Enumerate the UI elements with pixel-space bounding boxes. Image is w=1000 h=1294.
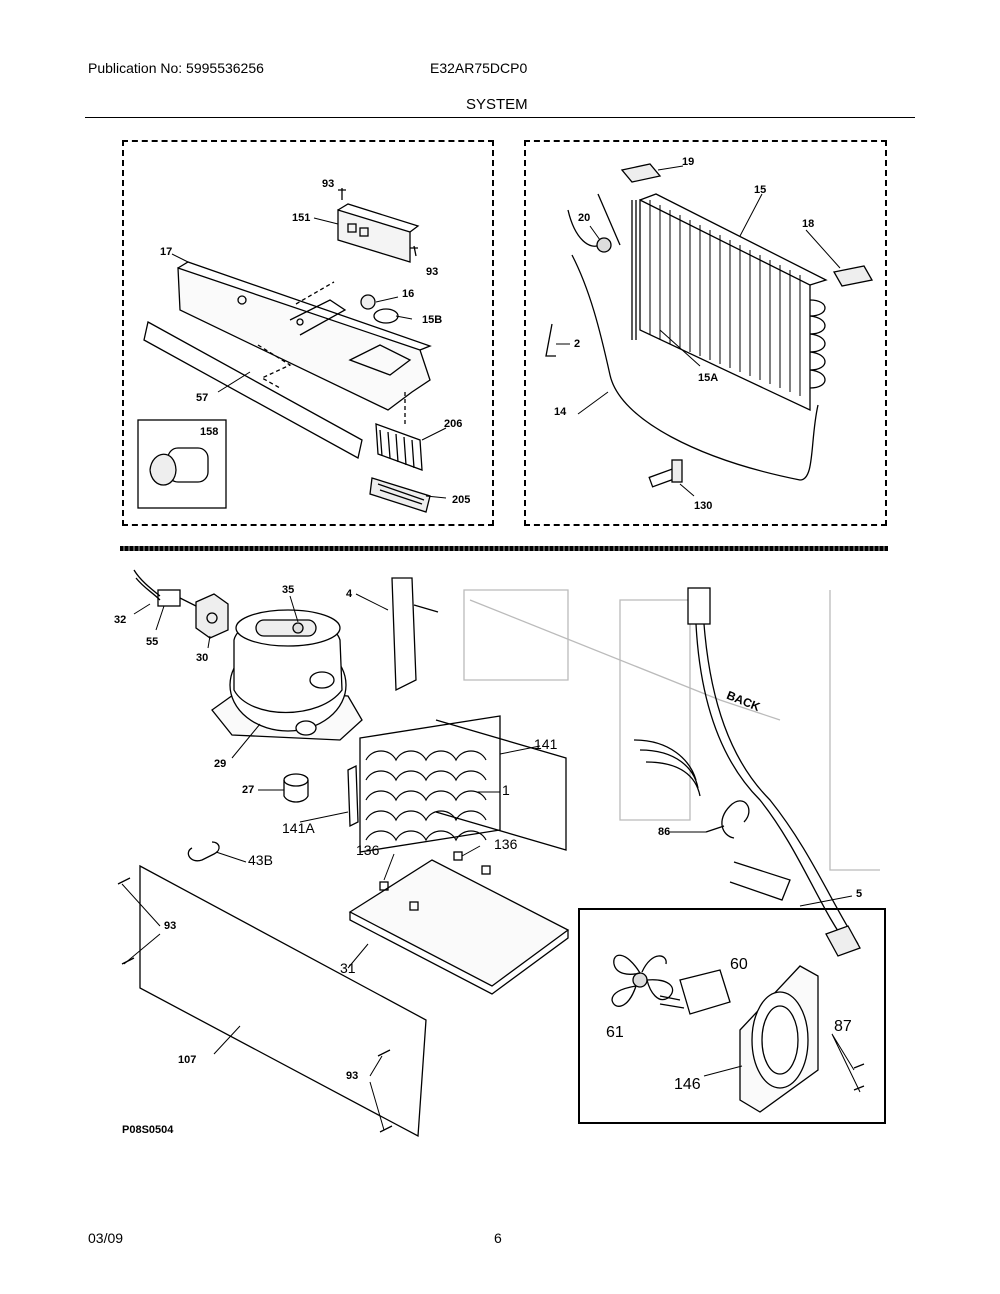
callout-93b: 93	[426, 266, 439, 278]
callout-60: 60	[730, 956, 748, 973]
callout-20: 20	[578, 212, 591, 224]
callout-141: 141	[534, 736, 558, 752]
callout-61: 61	[606, 1024, 624, 1041]
footer-date: 03/09	[88, 1230, 124, 1246]
callout-1: 1	[502, 782, 510, 798]
callout-43b: 43B	[248, 852, 273, 868]
callout-151: 151	[292, 212, 311, 224]
figure-id: P08S0504	[122, 1124, 174, 1136]
compressor-drawing	[117, 569, 880, 1138]
control-housing-panel	[122, 140, 494, 526]
callout-32: 32	[114, 614, 127, 626]
callout-29: 29	[214, 758, 227, 770]
evaporator-panel	[524, 140, 887, 526]
callout-14: 14	[554, 406, 567, 418]
callout-205: 205	[452, 494, 471, 506]
callout-4: 4	[346, 588, 353, 600]
callout-93d: 93	[346, 1070, 359, 1082]
callout-130: 130	[694, 500, 713, 512]
callout-93c: 93	[164, 920, 177, 932]
fan-drawing	[611, 954, 865, 1113]
callout-19: 19	[682, 156, 695, 168]
callout-146: 146	[674, 1076, 701, 1093]
callout-136: 136	[356, 842, 380, 858]
callout-30: 30	[196, 652, 209, 664]
callout-17: 17	[160, 246, 173, 258]
condenser-fan-inset	[578, 908, 886, 1124]
callout-35: 35	[282, 584, 295, 596]
evaporator-drawing	[545, 163, 874, 488]
header-rule	[85, 117, 915, 118]
page-number: 6	[494, 1230, 502, 1246]
callout-15a: 15A	[698, 372, 719, 384]
callout-27: 27	[242, 784, 255, 796]
callout-136b: 136	[494, 836, 518, 852]
callout-2: 2	[574, 338, 581, 350]
model-number: E32AR75DCP0	[430, 60, 528, 76]
callout-57: 57	[196, 392, 209, 404]
callout-18: 18	[802, 218, 815, 230]
callout-87: 87	[834, 1018, 852, 1035]
callout-86: 86	[658, 826, 671, 838]
publication-number: Publication No: 5995536256	[88, 60, 264, 76]
callout-15b: 15B	[422, 314, 443, 326]
callout-55: 55	[146, 636, 159, 648]
section-title: SYSTEM	[466, 96, 528, 113]
control-housing-drawing	[137, 188, 432, 513]
callout-31: 31	[340, 960, 356, 976]
callout-206: 206	[444, 418, 463, 430]
callout-93: 93	[322, 178, 335, 190]
callout-107: 107	[178, 1054, 197, 1066]
section-divider	[120, 546, 888, 551]
leader-lines	[121, 165, 861, 1131]
callout-141a: 141A	[282, 820, 315, 836]
callout-158: 158	[200, 426, 219, 438]
callout-15: 15	[754, 184, 767, 196]
callout-16: 16	[402, 288, 415, 300]
callout-5: 5	[856, 888, 863, 900]
